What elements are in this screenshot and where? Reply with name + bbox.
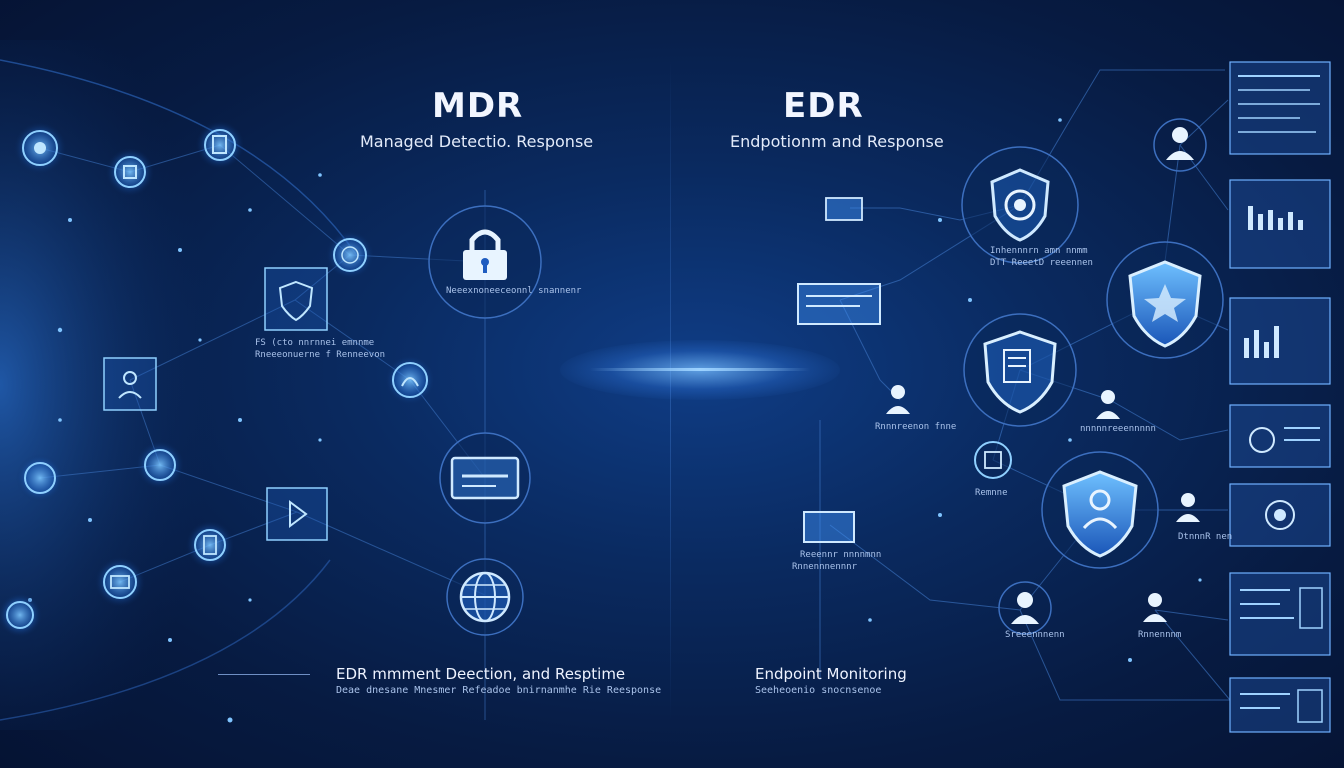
- dashboard-icon-small: [825, 197, 863, 221]
- target-shield-label-2: DTT ReeetD reeennen: [990, 258, 1093, 268]
- panel-5: [1229, 483, 1331, 547]
- left-node-globe-small: [326, 231, 374, 279]
- panel-7: [1229, 677, 1331, 733]
- lock-node-label: Neeexnoneeceonnl snannenr: [446, 286, 582, 296]
- user-icon-right: [1176, 493, 1200, 522]
- edr-title: EDR: [783, 86, 864, 126]
- target-shield-label: Inhennnrn amn nnmm: [990, 246, 1088, 256]
- left-arc-lower: [0, 559, 331, 721]
- dashboard-icon-medium: [797, 283, 881, 325]
- edr-subtitle: Endpotionm and Response: [730, 132, 944, 151]
- user-low-ring: [998, 581, 1052, 635]
- panel-4: [1229, 404, 1331, 468]
- shield-node-label-2: Rneeeonuerne f Renneevon: [255, 350, 386, 360]
- user-icon-left: [886, 385, 910, 414]
- monitor-icon: [439, 432, 531, 524]
- tablet-label: Remnne: [975, 488, 1008, 498]
- shield-user-icon: [1041, 451, 1159, 569]
- shield-node-label: FS (cto nnrnnei emnnme: [255, 338, 375, 348]
- user-low-right-label: Rnnennnm: [1138, 630, 1182, 640]
- globe-icon: [446, 558, 524, 636]
- user-icon-mid: [1096, 390, 1120, 419]
- user-right-label: DtnnnR nen: [1178, 532, 1233, 542]
- mdr-subtitle: Managed Detectio. Response: [360, 132, 594, 151]
- dashboard-panels: [1229, 61, 1331, 733]
- panel-3: [1229, 297, 1331, 385]
- user-icon-top: [1166, 127, 1194, 160]
- dashboard-icon-lower: [803, 511, 855, 543]
- user-left-label: Rnnnreenon fnne: [875, 422, 957, 432]
- mdr-caption-sub: Deae dnesane Mnesmer Refeadoe bnirnanmhe…: [336, 685, 662, 696]
- edr-caption-title: Endpoint Monitoring: [755, 665, 907, 683]
- shield-star-icon: [1106, 241, 1224, 359]
- left-node-circle-lower: [0, 593, 42, 637]
- left-node-person-box: [103, 357, 157, 411]
- mdr-title: MDR: [432, 86, 524, 126]
- shield-document-icon: [963, 313, 1077, 427]
- panel-2: [1229, 179, 1331, 269]
- lock-icon: [428, 205, 542, 319]
- dashboard-lower-label: Reeennr nnnnmnn: [800, 550, 882, 560]
- left-caption-rule: [218, 674, 310, 675]
- panel-6: [1229, 572, 1331, 656]
- left-node-mobile: [186, 521, 234, 569]
- left-node-fingerprint: [385, 355, 435, 405]
- mdr-caption-title: EDR mmment Deection, and Resptime: [336, 665, 626, 683]
- left-node-ring: [16, 454, 64, 502]
- user-mid-label: nnnnnreeennnnn: [1080, 424, 1156, 434]
- user-icon-low-right: [1143, 593, 1167, 622]
- user-top-ring: [1153, 118, 1207, 172]
- left-node-shield-target: [14, 122, 66, 174]
- left-node-play-box: [266, 487, 328, 541]
- center-light-beam: [590, 368, 810, 371]
- panel-1: [1229, 61, 1331, 155]
- left-node-gear: [106, 148, 154, 196]
- dashboard-lower-label-2: Rnnennnennnr: [792, 562, 858, 572]
- user-low-label: Sreeennnenn: [1005, 630, 1065, 640]
- left-node-lock-ring: [136, 441, 184, 489]
- left-node-document: [196, 121, 244, 169]
- right-dots: [868, 118, 1202, 662]
- tablet-icon: [974, 441, 1012, 479]
- edr-caption-sub: Seeheoenio snocnsenoe: [755, 685, 882, 696]
- user-icons: [886, 127, 1200, 624]
- target-shield-icon: [961, 146, 1079, 264]
- left-node-shield-box: [264, 267, 328, 331]
- user-icon-low: [1011, 592, 1039, 624]
- left-node-camera: [95, 557, 145, 607]
